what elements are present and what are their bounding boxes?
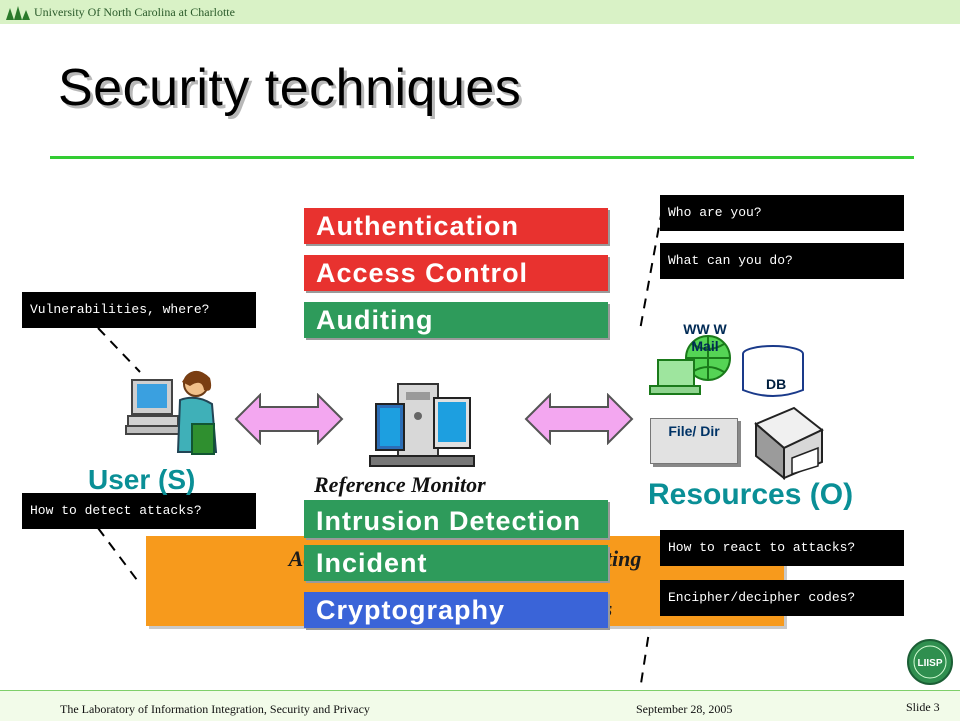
- detect-attacks-note: How to detect attacks?: [22, 493, 256, 529]
- www-mail-globe-icon: [649, 335, 731, 395]
- slide-title: Security techniques: [58, 59, 522, 117]
- resources-label: Resources (O): [648, 478, 854, 511]
- title-divider: [50, 156, 914, 159]
- www-mail-label: WW W Mail: [683, 321, 727, 354]
- university-logo-icon: [6, 6, 30, 20]
- top-bar: [0, 0, 960, 24]
- footer-date: September 28, 2005: [636, 702, 733, 716]
- access-control-bar: Access Control: [304, 255, 608, 291]
- encipher-note: Encipher/decipher codes?: [660, 580, 904, 616]
- right-double-arrow-icon: [524, 393, 634, 445]
- reference-monitor-label: Reference Monitor: [314, 472, 486, 497]
- file-dir-label: File/ Dir: [668, 423, 720, 439]
- svg-text:LIISP: LIISP: [917, 658, 942, 669]
- intrusion-detection-label: Intrusion Detection: [316, 506, 582, 536]
- footer-bar: [0, 690, 960, 721]
- cryptography-bar: Cryptography: [304, 592, 608, 628]
- react-attacks-note: How to react to attacks?: [660, 530, 904, 566]
- database-cylinder-icon: [742, 345, 804, 397]
- intrusion-detection-bar: Intrusion Detection: [304, 500, 608, 538]
- user-label: User (S): [88, 464, 196, 495]
- printer-icon: [754, 406, 824, 480]
- vulnerabilities-note: Vulnerabilities, where?: [22, 292, 256, 328]
- incident-bar: Incident: [304, 545, 608, 581]
- file-dir-box: File/ Dir: [650, 418, 738, 464]
- auditing-bar: Auditing: [304, 302, 608, 338]
- what-can-you-do-note: What can you do?: [660, 243, 904, 279]
- footer-slide-number: Slide 3: [906, 700, 940, 714]
- reference-monitor-computer-icon: [369, 383, 475, 467]
- liisp-logo-icon: LIISP: [907, 639, 953, 685]
- footer-lab: The Laboratory of Information Integratio…: [60, 702, 370, 716]
- left-double-arrow-icon: [234, 393, 344, 445]
- who-are-you-note: Who are you?: [660, 195, 904, 231]
- db-label: DB: [766, 376, 787, 392]
- user-at-computer-icon: [125, 370, 218, 455]
- authentication-bar: Authentication: [304, 208, 608, 244]
- university-name: University Of North Carolina at Charlott…: [34, 5, 235, 19]
